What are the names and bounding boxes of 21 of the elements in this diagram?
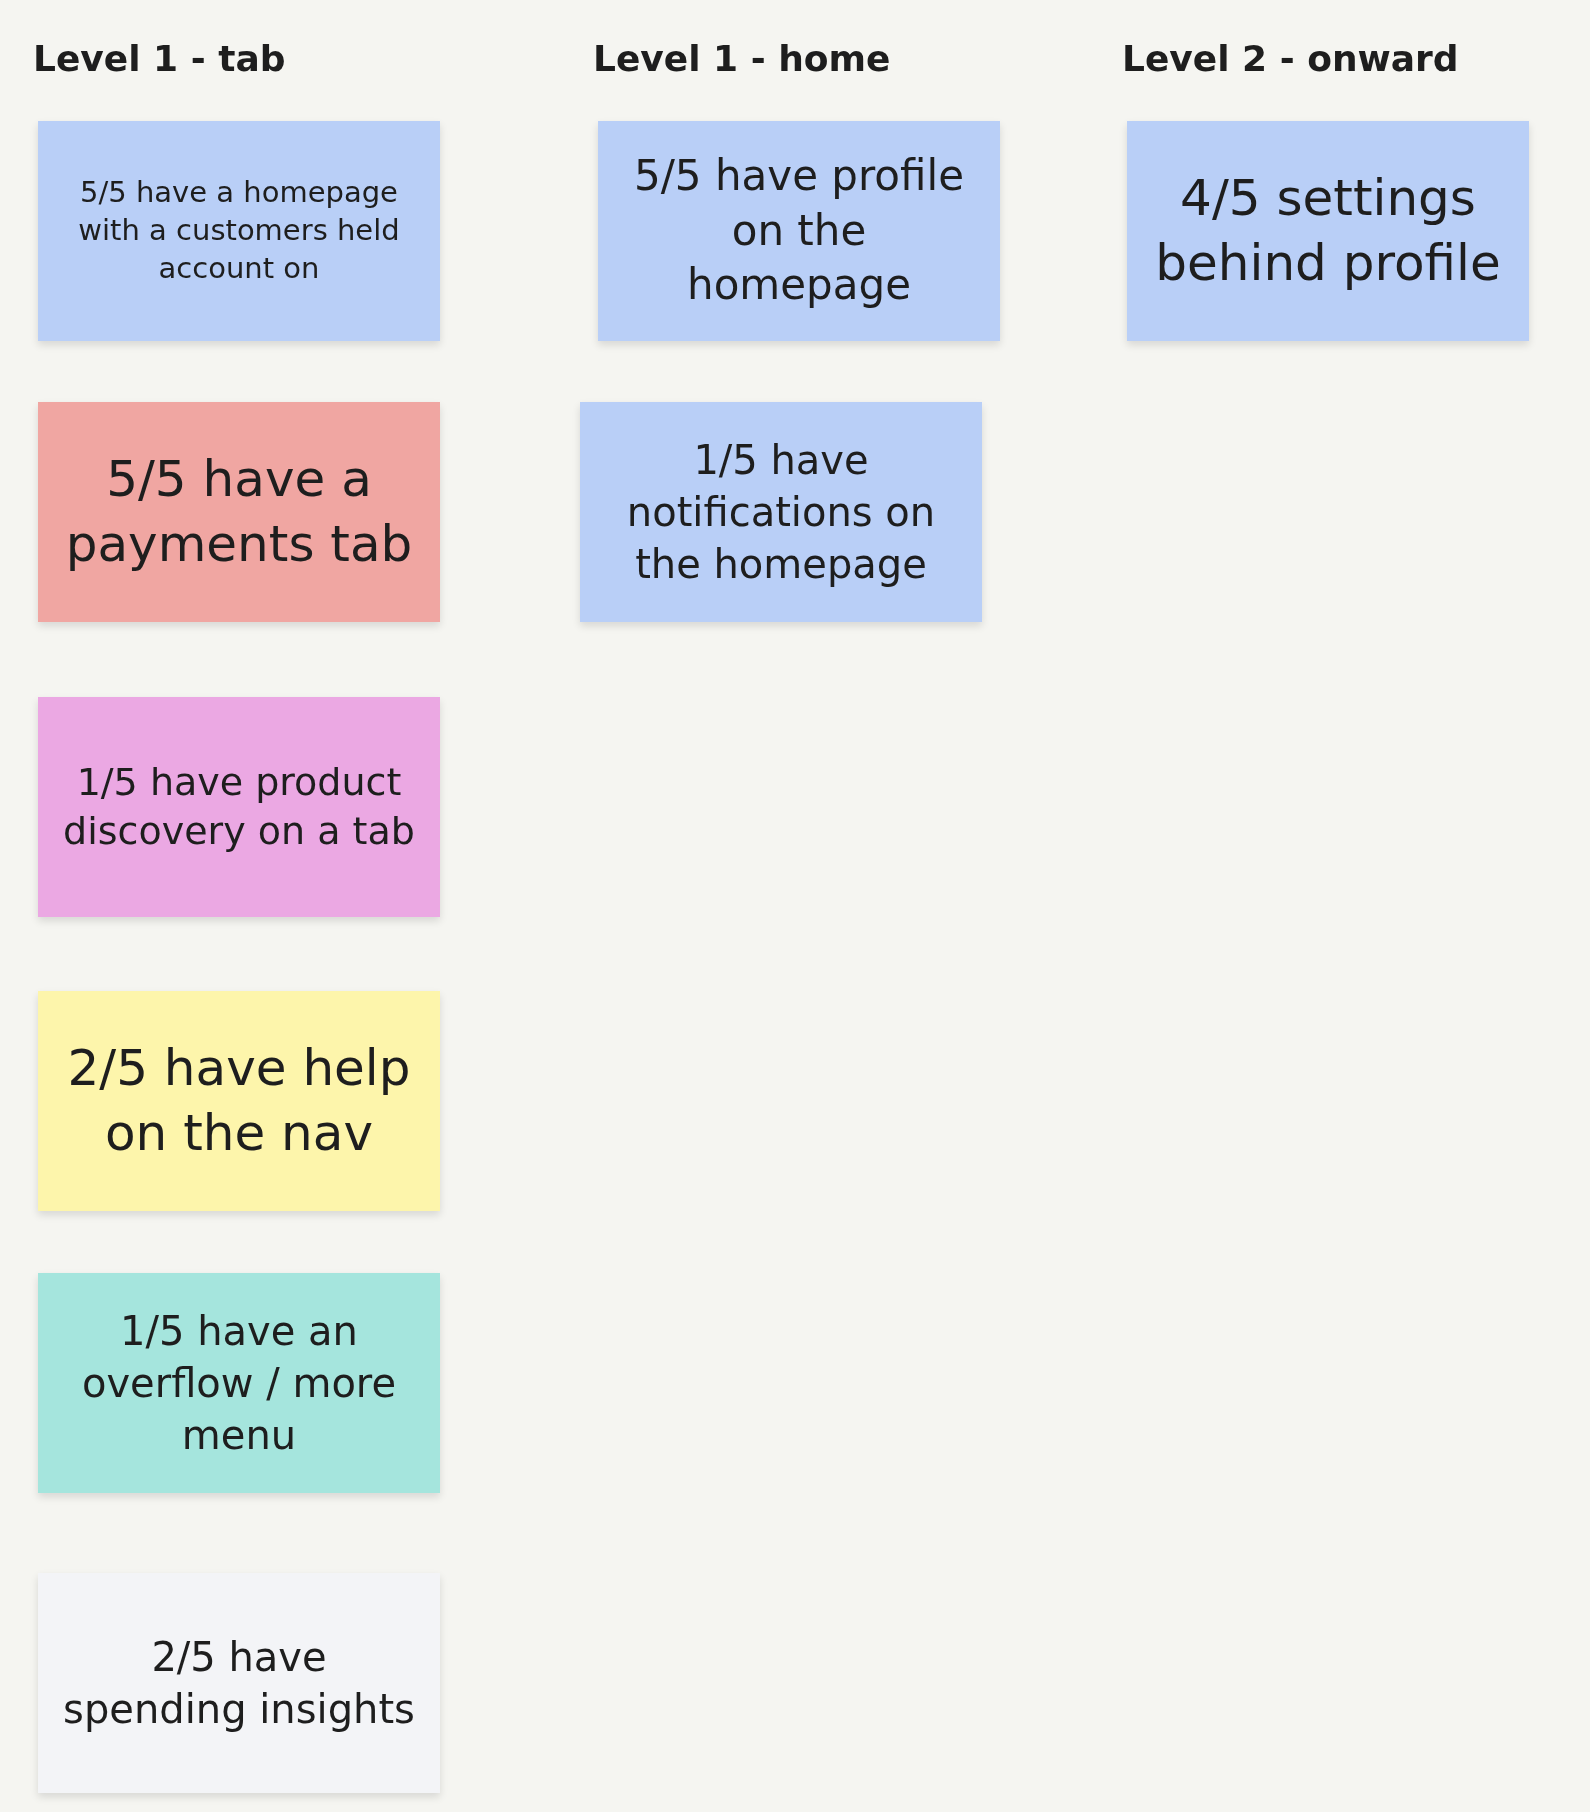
sticky-note (38, 991, 440, 1211)
note-text: 1/5 have an overflow / more menu (80, 1307, 398, 1460)
sticky-note (1127, 121, 1529, 341)
note-text: 2/5 have help on the nav (66, 1038, 412, 1164)
sticky-note (38, 121, 440, 341)
column-heading: Level 1 - tab (33, 38, 286, 79)
sticky-note (38, 1273, 440, 1493)
note-text: 5/5 have a payments tab (64, 449, 414, 575)
sticky-note (38, 402, 440, 622)
note-text: 1/5 have product discovery on a tab (62, 758, 416, 855)
note-text: 1/5 have notifications on the homepage (625, 436, 937, 589)
sticky-note (580, 402, 982, 622)
note-text: 5/5 have a homepage with a customers held account on (77, 174, 401, 287)
note-text: 4/5 settings behind profile (1154, 168, 1502, 294)
note-text: 2/5 have spending insights (62, 1633, 416, 1734)
column-heading: Level 1 - home (593, 38, 891, 79)
sticky-note (38, 697, 440, 917)
sticky-note (598, 121, 1000, 341)
column-heading: Level 2 - onward (1122, 38, 1459, 79)
note-text: 5/5 have profile on the homepage (633, 150, 965, 312)
sticky-note (38, 1573, 440, 1793)
